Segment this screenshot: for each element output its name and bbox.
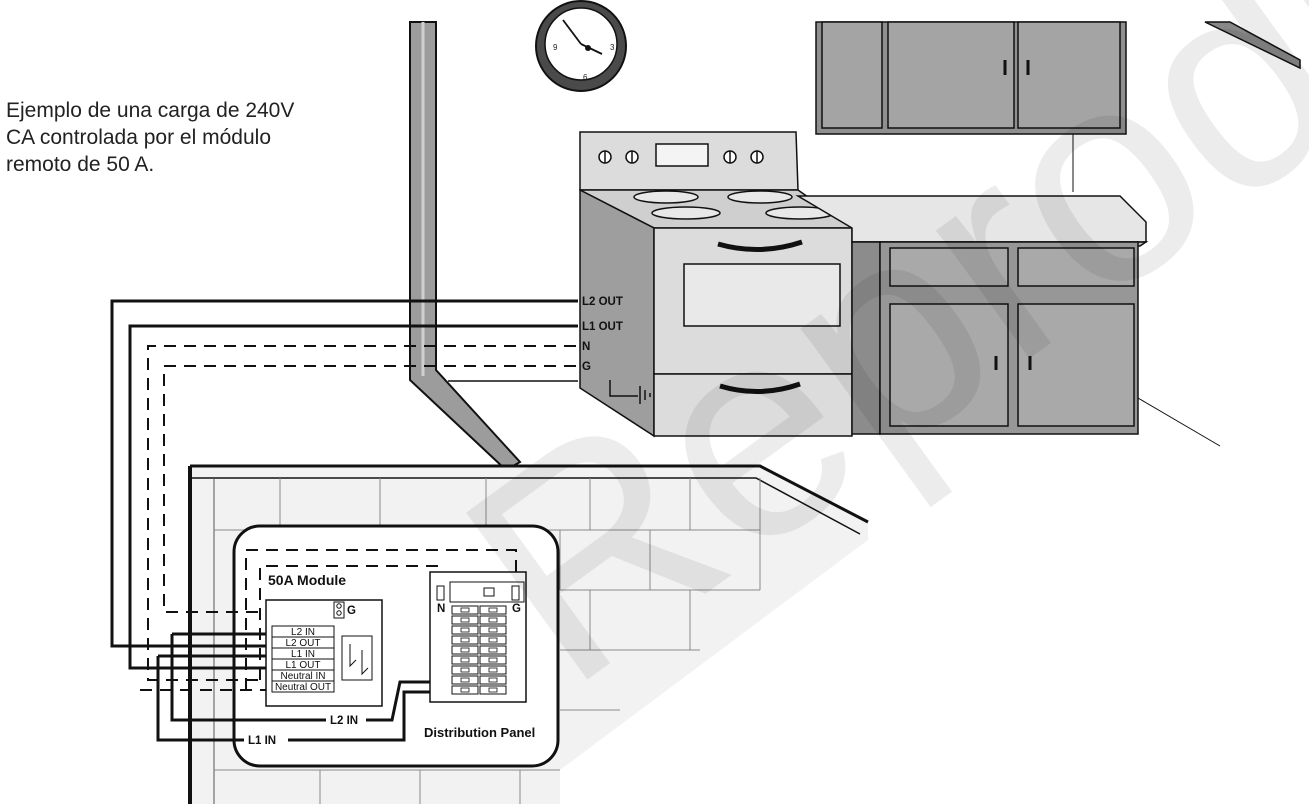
breaker-switch (460, 667, 470, 673)
breaker (451, 665, 479, 675)
panel-neutral-label: N (437, 603, 445, 615)
module-terminal-label: L1 IN (291, 649, 315, 660)
module-terminal-label: L2 OUT (285, 638, 320, 649)
breaker (451, 605, 479, 615)
breaker-switch (460, 677, 470, 683)
breaker (451, 655, 479, 665)
stove-label-l2-out: L2 OUT (582, 296, 623, 308)
breaker-switch (488, 677, 498, 683)
breaker-switch (460, 647, 470, 653)
breaker (451, 685, 479, 695)
breaker-switch (488, 607, 498, 613)
breaker (479, 635, 507, 645)
module-terminal-box (271, 680, 335, 693)
breaker-switch (460, 627, 470, 633)
breaker (479, 605, 507, 615)
caption-line-2: CA controlada por el módulo (6, 126, 271, 149)
breaker (479, 675, 507, 685)
breaker-switch (488, 657, 498, 663)
caption-line-3: remoto de 50 A. (6, 153, 155, 176)
wall-clock: 9 3 6 (535, 0, 627, 92)
breaker (451, 635, 479, 645)
breaker-rows (451, 605, 507, 695)
panel-ground-label: G (512, 603, 521, 615)
breaker (479, 625, 507, 635)
wiring-solid (110, 299, 578, 742)
upper-cabinet (815, 21, 1127, 192)
ground-symbol (448, 380, 651, 404)
caption: Ejemplo de una carga de 240V CA controla… (6, 97, 346, 178)
distribution-panel: N G Distribution Panel (424, 571, 535, 740)
module-terminal-label: Neutral OUT (275, 682, 331, 693)
breaker-switch (488, 667, 498, 673)
breaker (479, 615, 507, 625)
module-terminal-label: Neutral IN (280, 671, 325, 682)
panel-title: Distribution Panel (424, 725, 535, 740)
breaker-switch (488, 637, 498, 643)
module-ground-label: G (347, 605, 356, 617)
breaker-switch (488, 647, 498, 653)
breaker-switch (488, 617, 498, 623)
breaker-switch (460, 617, 470, 623)
breaker-switch (460, 687, 470, 693)
breaker-switch (460, 607, 470, 613)
clock-number-6: 6 (583, 73, 588, 82)
stove-label-neutral: N (582, 341, 590, 353)
lower-cabinets (795, 195, 1221, 447)
module-terminal-label: L2 IN (291, 627, 315, 638)
breaker-switch (488, 627, 498, 633)
module-title: 50A Module (268, 572, 346, 588)
wire-label-l2-in: L2 IN (330, 715, 358, 727)
stove-label-ground: G (582, 361, 591, 373)
vertical-conduit (409, 21, 522, 472)
breaker (451, 675, 479, 685)
breaker (451, 645, 479, 655)
breaker (451, 615, 479, 625)
electric-stove (579, 131, 855, 438)
wire-label-bg-l2 (326, 713, 366, 727)
wire-label-l1-in: L1 IN (248, 735, 276, 747)
stove-label-l1-out: L1 OUT (582, 321, 623, 333)
breaker (479, 685, 507, 695)
wire-label-bg-l1 (244, 733, 288, 747)
module-terminal-label: L1 OUT (285, 660, 320, 671)
breaker-switch (460, 657, 470, 663)
clock-number-9: 9 (553, 43, 558, 52)
clock-number-3: 3 (610, 43, 615, 52)
ceiling-edge (1204, 21, 1301, 70)
caption-line-1: Ejemplo de una carga de 240V (6, 99, 295, 122)
breaker-switch (460, 637, 470, 643)
breaker (479, 665, 507, 675)
breaker (479, 655, 507, 665)
breaker (479, 645, 507, 655)
breaker-switch (488, 687, 498, 693)
breaker (451, 625, 479, 635)
